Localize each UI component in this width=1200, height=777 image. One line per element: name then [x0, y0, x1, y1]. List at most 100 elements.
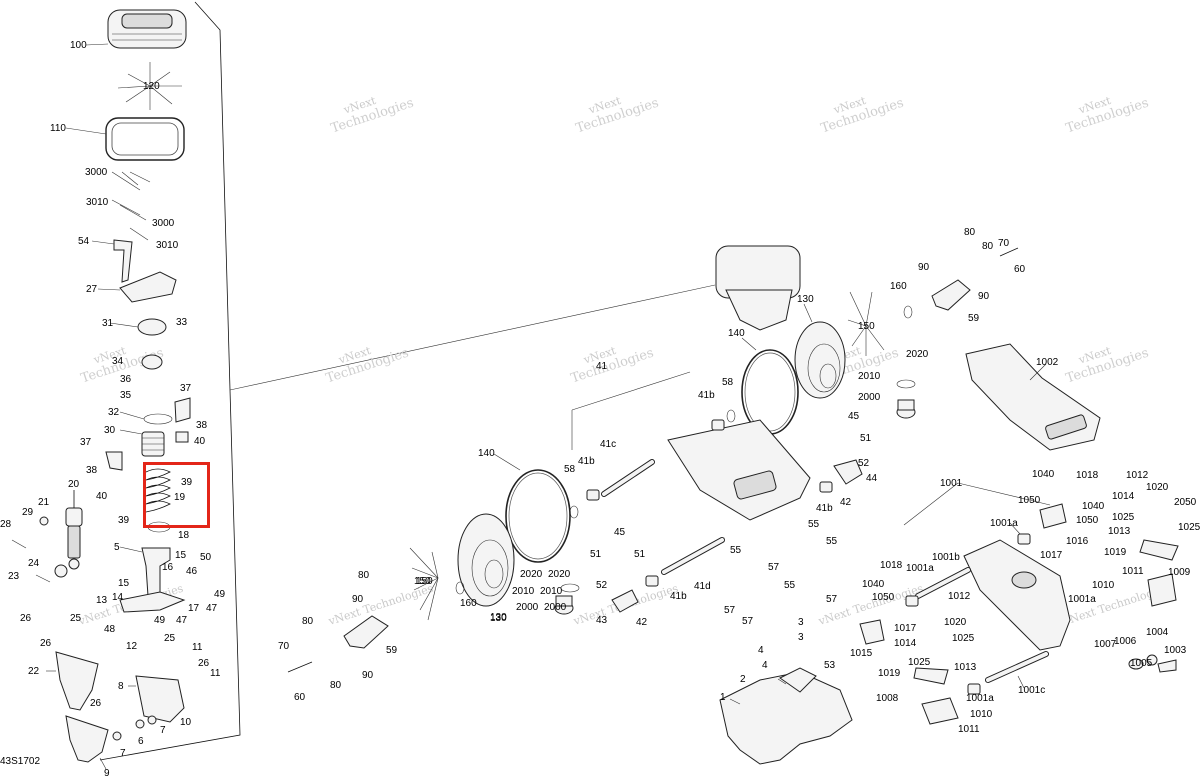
bracket-1015-part — [859, 619, 885, 645]
leader-lines — [46, 43, 1051, 770]
callout-label: 140 — [728, 328, 745, 339]
callout-label: 29 — [22, 507, 34, 518]
callout-label: 12 — [126, 641, 138, 652]
callout-label: 41b — [578, 456, 595, 467]
callout-label: 37 — [80, 437, 92, 448]
callout-label: 1005 — [1130, 658, 1153, 669]
callout-label: 13 — [96, 595, 108, 606]
callout-label: 1025 — [952, 633, 975, 644]
callout-label: 45 — [614, 527, 626, 538]
callout-label: 1050 — [872, 592, 895, 603]
callout-label: 70 — [278, 641, 290, 652]
callout-label: 17 — [188, 603, 200, 614]
callout-label: 7 — [160, 725, 166, 736]
callout-label: 58 — [722, 377, 734, 388]
callout-label: 1019 — [878, 668, 901, 679]
callout-label: 58 — [564, 464, 576, 475]
highlight-box — [143, 462, 210, 528]
callout-label: 1001c — [1018, 685, 1045, 696]
callout-label: 3 — [798, 632, 804, 643]
callout-label: 41d — [694, 581, 711, 592]
callout-label: 26 — [40, 638, 52, 649]
callout-label: 55 — [808, 519, 820, 530]
bolt-set-150-part — [409, 291, 885, 621]
callout-label: 49 — [154, 615, 166, 626]
callout-label: 15 — [175, 550, 187, 561]
assembly-connector-line — [229, 284, 716, 391]
callout-label: 60 — [1014, 264, 1026, 275]
callout-label: 80 — [358, 570, 370, 581]
callout-label: 1010 — [970, 709, 993, 720]
callout-label: 46 — [186, 566, 198, 577]
callout-label: 2020 — [906, 349, 929, 360]
callout-label: 47 — [176, 615, 188, 626]
ring-140-upper-part — [741, 349, 799, 435]
callout-label: 57 — [826, 594, 838, 605]
callout-label: 90 — [362, 670, 374, 681]
callout-label: 1001b — [932, 552, 960, 563]
callout-label: 1040 — [862, 579, 885, 590]
callout-label: 130 — [490, 613, 507, 624]
callout-label: 2050 — [1174, 497, 1197, 508]
callout-label: 3 — [798, 617, 804, 628]
callout-label: 41b — [816, 503, 833, 514]
callout-label: 38 — [86, 465, 98, 476]
callout-label: 41b — [670, 591, 687, 602]
callout-label: 2000 — [544, 602, 567, 613]
callout-label: 14 — [112, 592, 124, 603]
callout-label: 10 — [180, 717, 192, 728]
bolt-set-120-part — [117, 62, 182, 110]
engine-block-part — [715, 245, 801, 331]
hub-59-upper-part — [931, 279, 971, 311]
bracket-54-part — [113, 239, 133, 283]
callout-label: 1017 — [1040, 550, 1063, 561]
callout-label: 59 — [386, 645, 398, 656]
callout-label: 1012 — [1126, 470, 1149, 481]
callout-label: 2020 — [520, 569, 543, 580]
callout-label: 80 — [330, 680, 342, 691]
callout-label: 28 — [0, 519, 12, 530]
callout-label: 32 — [108, 407, 120, 418]
callout-label: 18 — [178, 530, 190, 541]
callout-label: 26 — [20, 613, 32, 624]
callout-label: 160 — [460, 598, 477, 609]
callout-label: 80 — [964, 227, 976, 238]
callout-label: 1001a — [1068, 594, 1096, 605]
callout-label: 38 — [196, 420, 208, 431]
callout-label: 11 — [210, 668, 221, 679]
cap-31-part — [137, 318, 167, 336]
swing-arm-41-part — [667, 419, 811, 521]
callout-label: 37 — [180, 383, 192, 394]
callout-label: 36 — [120, 374, 132, 385]
callout-label: 15 — [118, 578, 130, 589]
callout-label: 1011 — [958, 724, 980, 735]
callout-label: 52 — [596, 580, 608, 591]
bracket-43-part — [611, 589, 639, 613]
callout-label: 1014 — [894, 638, 917, 649]
callout-label: 57 — [724, 605, 736, 616]
left-column-parts — [11, 9, 191, 763]
callout-label: 1019 — [1104, 547, 1127, 558]
callout-label: 1020 — [1146, 482, 1169, 493]
callout-label: 39 — [118, 515, 130, 526]
callout-label: 54 — [78, 236, 90, 247]
callout-label: 34 — [112, 356, 124, 367]
callout-label: 51 — [634, 549, 646, 560]
callout-label: 41 — [596, 361, 608, 372]
callout-label: 1013 — [1108, 526, 1131, 537]
callout-label: 150 — [416, 576, 433, 587]
callout-label: 150 — [858, 321, 875, 332]
callout-label: 130 — [797, 294, 814, 305]
callout-label: 1004 — [1146, 627, 1169, 638]
callout-label: 1015 — [850, 648, 873, 659]
plate-1019-part — [1139, 539, 1179, 561]
callout-label: 27 — [86, 284, 98, 295]
callout-label: 1050 — [1018, 495, 1041, 506]
pivot-5-part — [141, 547, 171, 597]
callout-label: 55 — [730, 545, 742, 556]
callout-label: 1013 — [954, 662, 977, 673]
bracket-22-part — [55, 651, 99, 711]
callout-label: 1001 — [940, 478, 963, 489]
fastener-set-3000-part — [111, 171, 151, 241]
callout-label: 1040 — [1032, 469, 1055, 480]
